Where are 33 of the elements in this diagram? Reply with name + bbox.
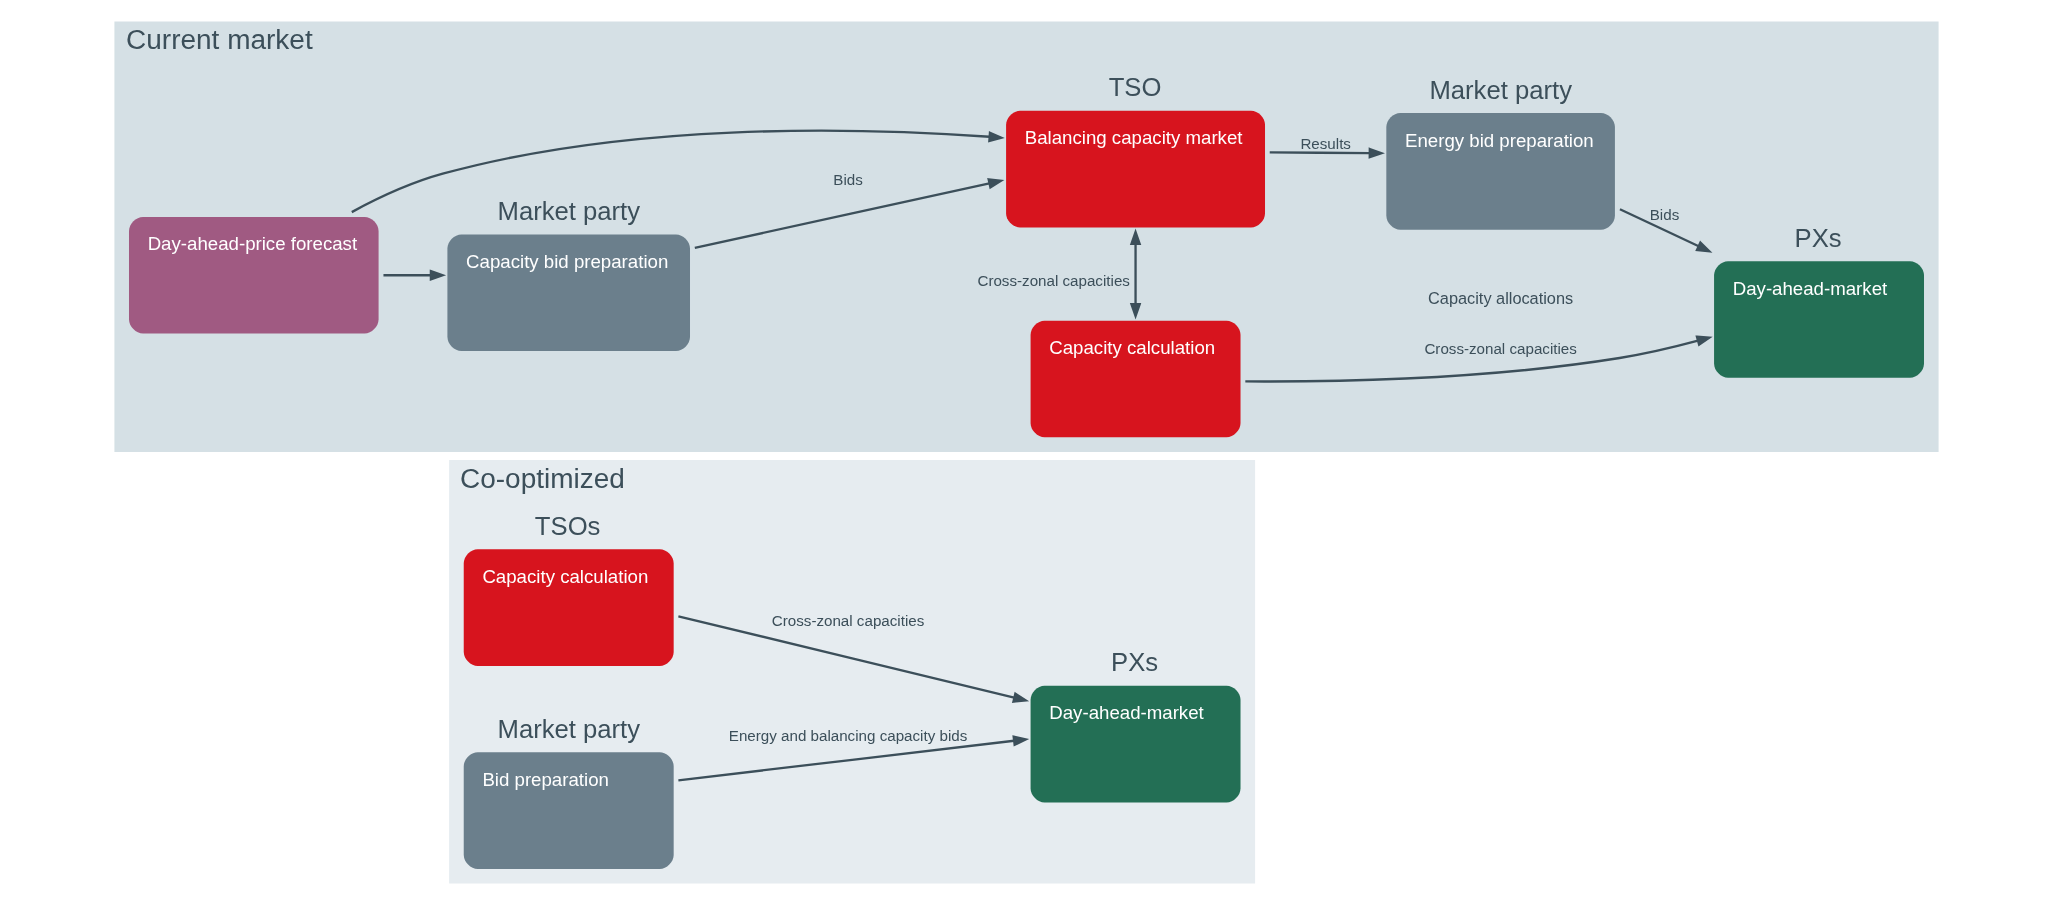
arrow bbox=[1618, 208, 1712, 253]
node-box: Day-ahead-market bbox=[1030, 685, 1241, 803]
arrow bbox=[694, 177, 1004, 249]
node-box: Capacity calculation bbox=[1030, 320, 1241, 438]
node-label: TSOs bbox=[534, 511, 600, 540]
node-box: Bid preparation bbox=[463, 752, 674, 869]
node-box: Day-ahead-price forecast bbox=[128, 216, 379, 334]
arrow bbox=[1244, 335, 1713, 383]
arrow bbox=[1129, 228, 1141, 320]
edge-label: Bids bbox=[1649, 205, 1679, 223]
node-box: Energy bid preparation bbox=[1385, 113, 1615, 230]
label: Capacity allocations bbox=[1427, 289, 1573, 308]
node-label: PXs bbox=[1110, 648, 1158, 677]
edge-label: Cross-zonal capacities bbox=[771, 611, 924, 629]
edge-label: Energy and balancing capacity bids bbox=[728, 727, 967, 745]
edge-label: Cross-zonal capacities bbox=[976, 271, 1130, 289]
node-box: Capacity calculation bbox=[463, 549, 674, 666]
arrow bbox=[382, 269, 446, 281]
node-box: Balancing capacity market bbox=[1005, 110, 1265, 228]
node-box: Day-ahead-market bbox=[1713, 261, 1924, 378]
edge-label: Cross-zonal capacities bbox=[1423, 339, 1577, 357]
node-label: Market party bbox=[497, 196, 640, 225]
edge-label: Bids bbox=[832, 170, 863, 188]
edge-label: Results bbox=[1299, 134, 1351, 152]
arrow bbox=[677, 735, 1029, 782]
node-label: PXs bbox=[1794, 223, 1842, 252]
arrow bbox=[1269, 147, 1385, 159]
node-box: Capacity bid preparation bbox=[446, 234, 690, 352]
node-label: Market party bbox=[1428, 75, 1572, 104]
arrow bbox=[350, 129, 1005, 214]
node-label: Market party bbox=[497, 714, 640, 743]
node-label: TSO bbox=[1108, 73, 1161, 102]
arrow bbox=[677, 615, 1029, 703]
